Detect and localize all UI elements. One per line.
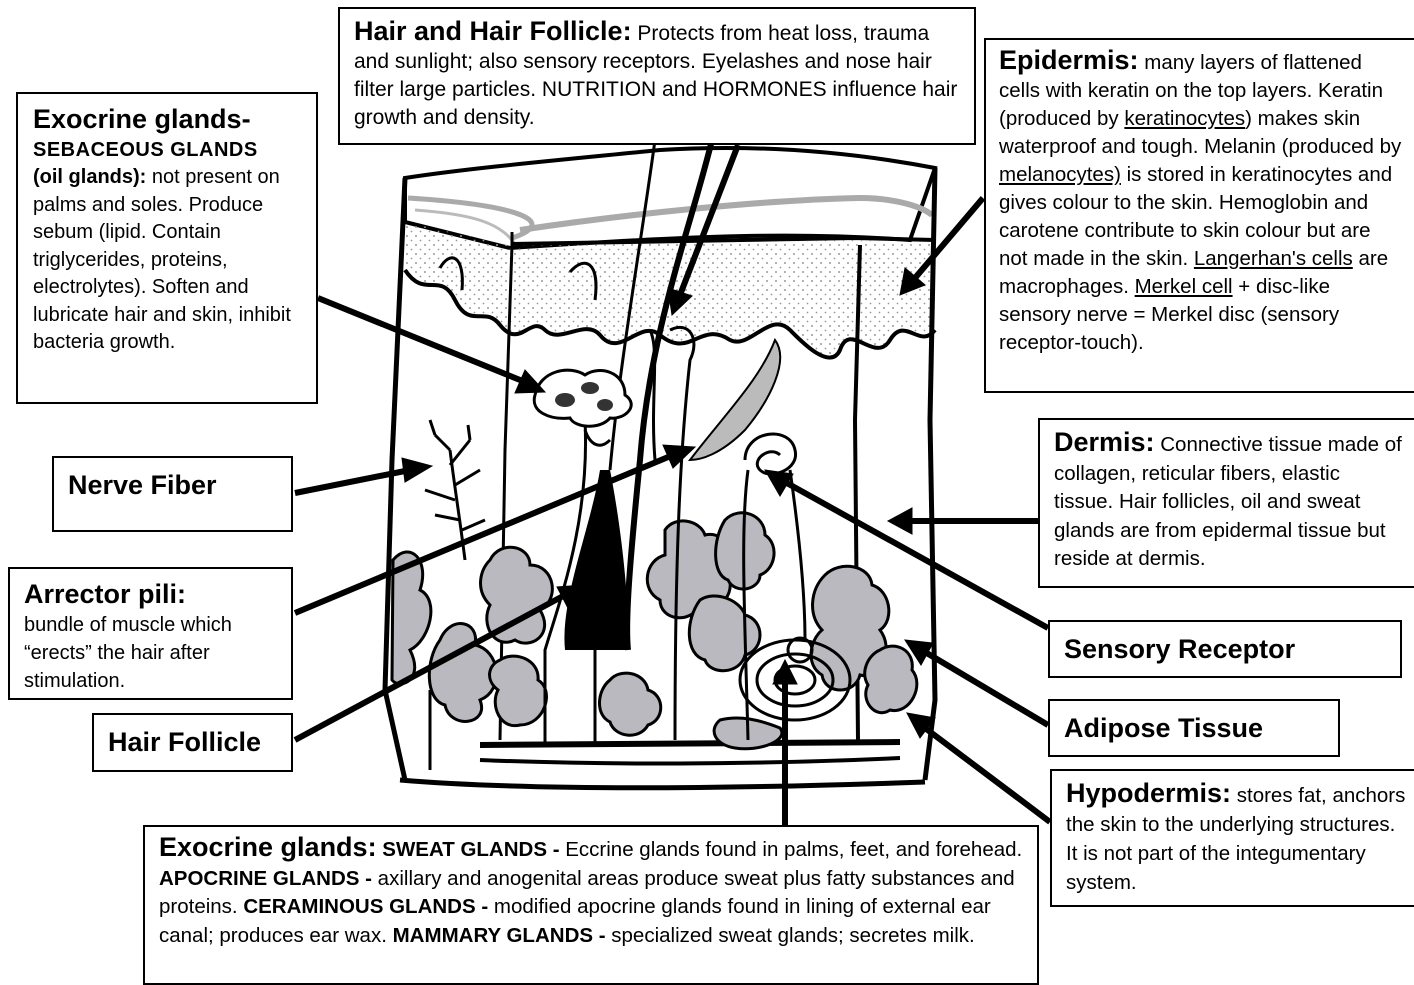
sensory-receptor-callout: Sensory Receptor [1048, 620, 1402, 678]
sebaceous-subtitle-2: (oil glands): [33, 166, 146, 188]
epidermis-title: Epidermis: [999, 45, 1139, 75]
sebaceous-gland [534, 370, 631, 445]
ceraminous-term: CERAMINOUS GLANDS - [243, 895, 488, 918]
sebaceous-callout: Exocrine glands- SEBACEOUS GLANDS (oil g… [16, 92, 318, 404]
dermis-callout: Dermis: Connective tissue made of collag… [1038, 418, 1414, 588]
melanocytes-term: melanocytes) [999, 163, 1121, 186]
follicle-title: Hair Follicle [108, 723, 277, 761]
arrector-title: Arrector pili: [24, 577, 277, 611]
adipose-title: Adipose Tissue [1064, 709, 1324, 747]
nerve-title: Nerve Fiber [68, 468, 277, 502]
sebaceous-subtitle: SEBACEOUS GLANDS [33, 136, 301, 164]
hypodermis-title: Hypodermis: [1066, 778, 1231, 808]
adipose-tissue-callout: Adipose Tissue [1048, 699, 1340, 757]
apocrine-term: APOCRINE GLANDS - [159, 867, 372, 890]
arrector-text: bundle of muscle which “erects” the hair… [24, 611, 277, 695]
hair-follicle-callout: Hair and Hair Follicle: Protects from he… [338, 7, 976, 145]
sweat-text-4: specialized sweat glands; secretes milk. [606, 924, 975, 947]
langerhans-term: Langerhan's cells [1194, 247, 1353, 270]
sweat-text-1: Eccrine glands found in palms, feet, and… [560, 838, 1023, 861]
arrector-pili-callout: Arrector pili: bundle of muscle which “e… [8, 567, 293, 700]
sensory-title: Sensory Receptor [1064, 630, 1386, 668]
keratinocytes-term: keratinocytes [1124, 107, 1245, 130]
stratum-corneum [405, 148, 935, 248]
merkel-term: Merkel cell [1135, 275, 1233, 298]
sebaceous-text: not present on palms and soles. Produce … [33, 166, 291, 353]
sweat-glands-term: SWEAT GLANDS - [382, 838, 559, 861]
adipose-tissue [392, 513, 917, 749]
sebaceous-title: Exocrine glands- [33, 102, 301, 136]
sweat-title: Exocrine glands: [159, 832, 377, 862]
hypodermis-callout: Hypodermis: stores fat, anchors the skin… [1050, 769, 1414, 907]
epidermis-callout: Epidermis: many layers of flattened cell… [984, 38, 1414, 393]
mammary-term: MAMMARY GLANDS - [393, 924, 606, 947]
sweat-glands-callout: Exocrine glands: SWEAT GLANDS - Eccrine … [143, 825, 1039, 985]
hair-title: Hair and Hair Follicle: [354, 16, 632, 46]
hair-follicle-label-box: Hair Follicle [92, 713, 293, 772]
dermis-title: Dermis: [1054, 427, 1155, 457]
nerve-fiber-callout: Nerve Fiber [52, 456, 293, 532]
